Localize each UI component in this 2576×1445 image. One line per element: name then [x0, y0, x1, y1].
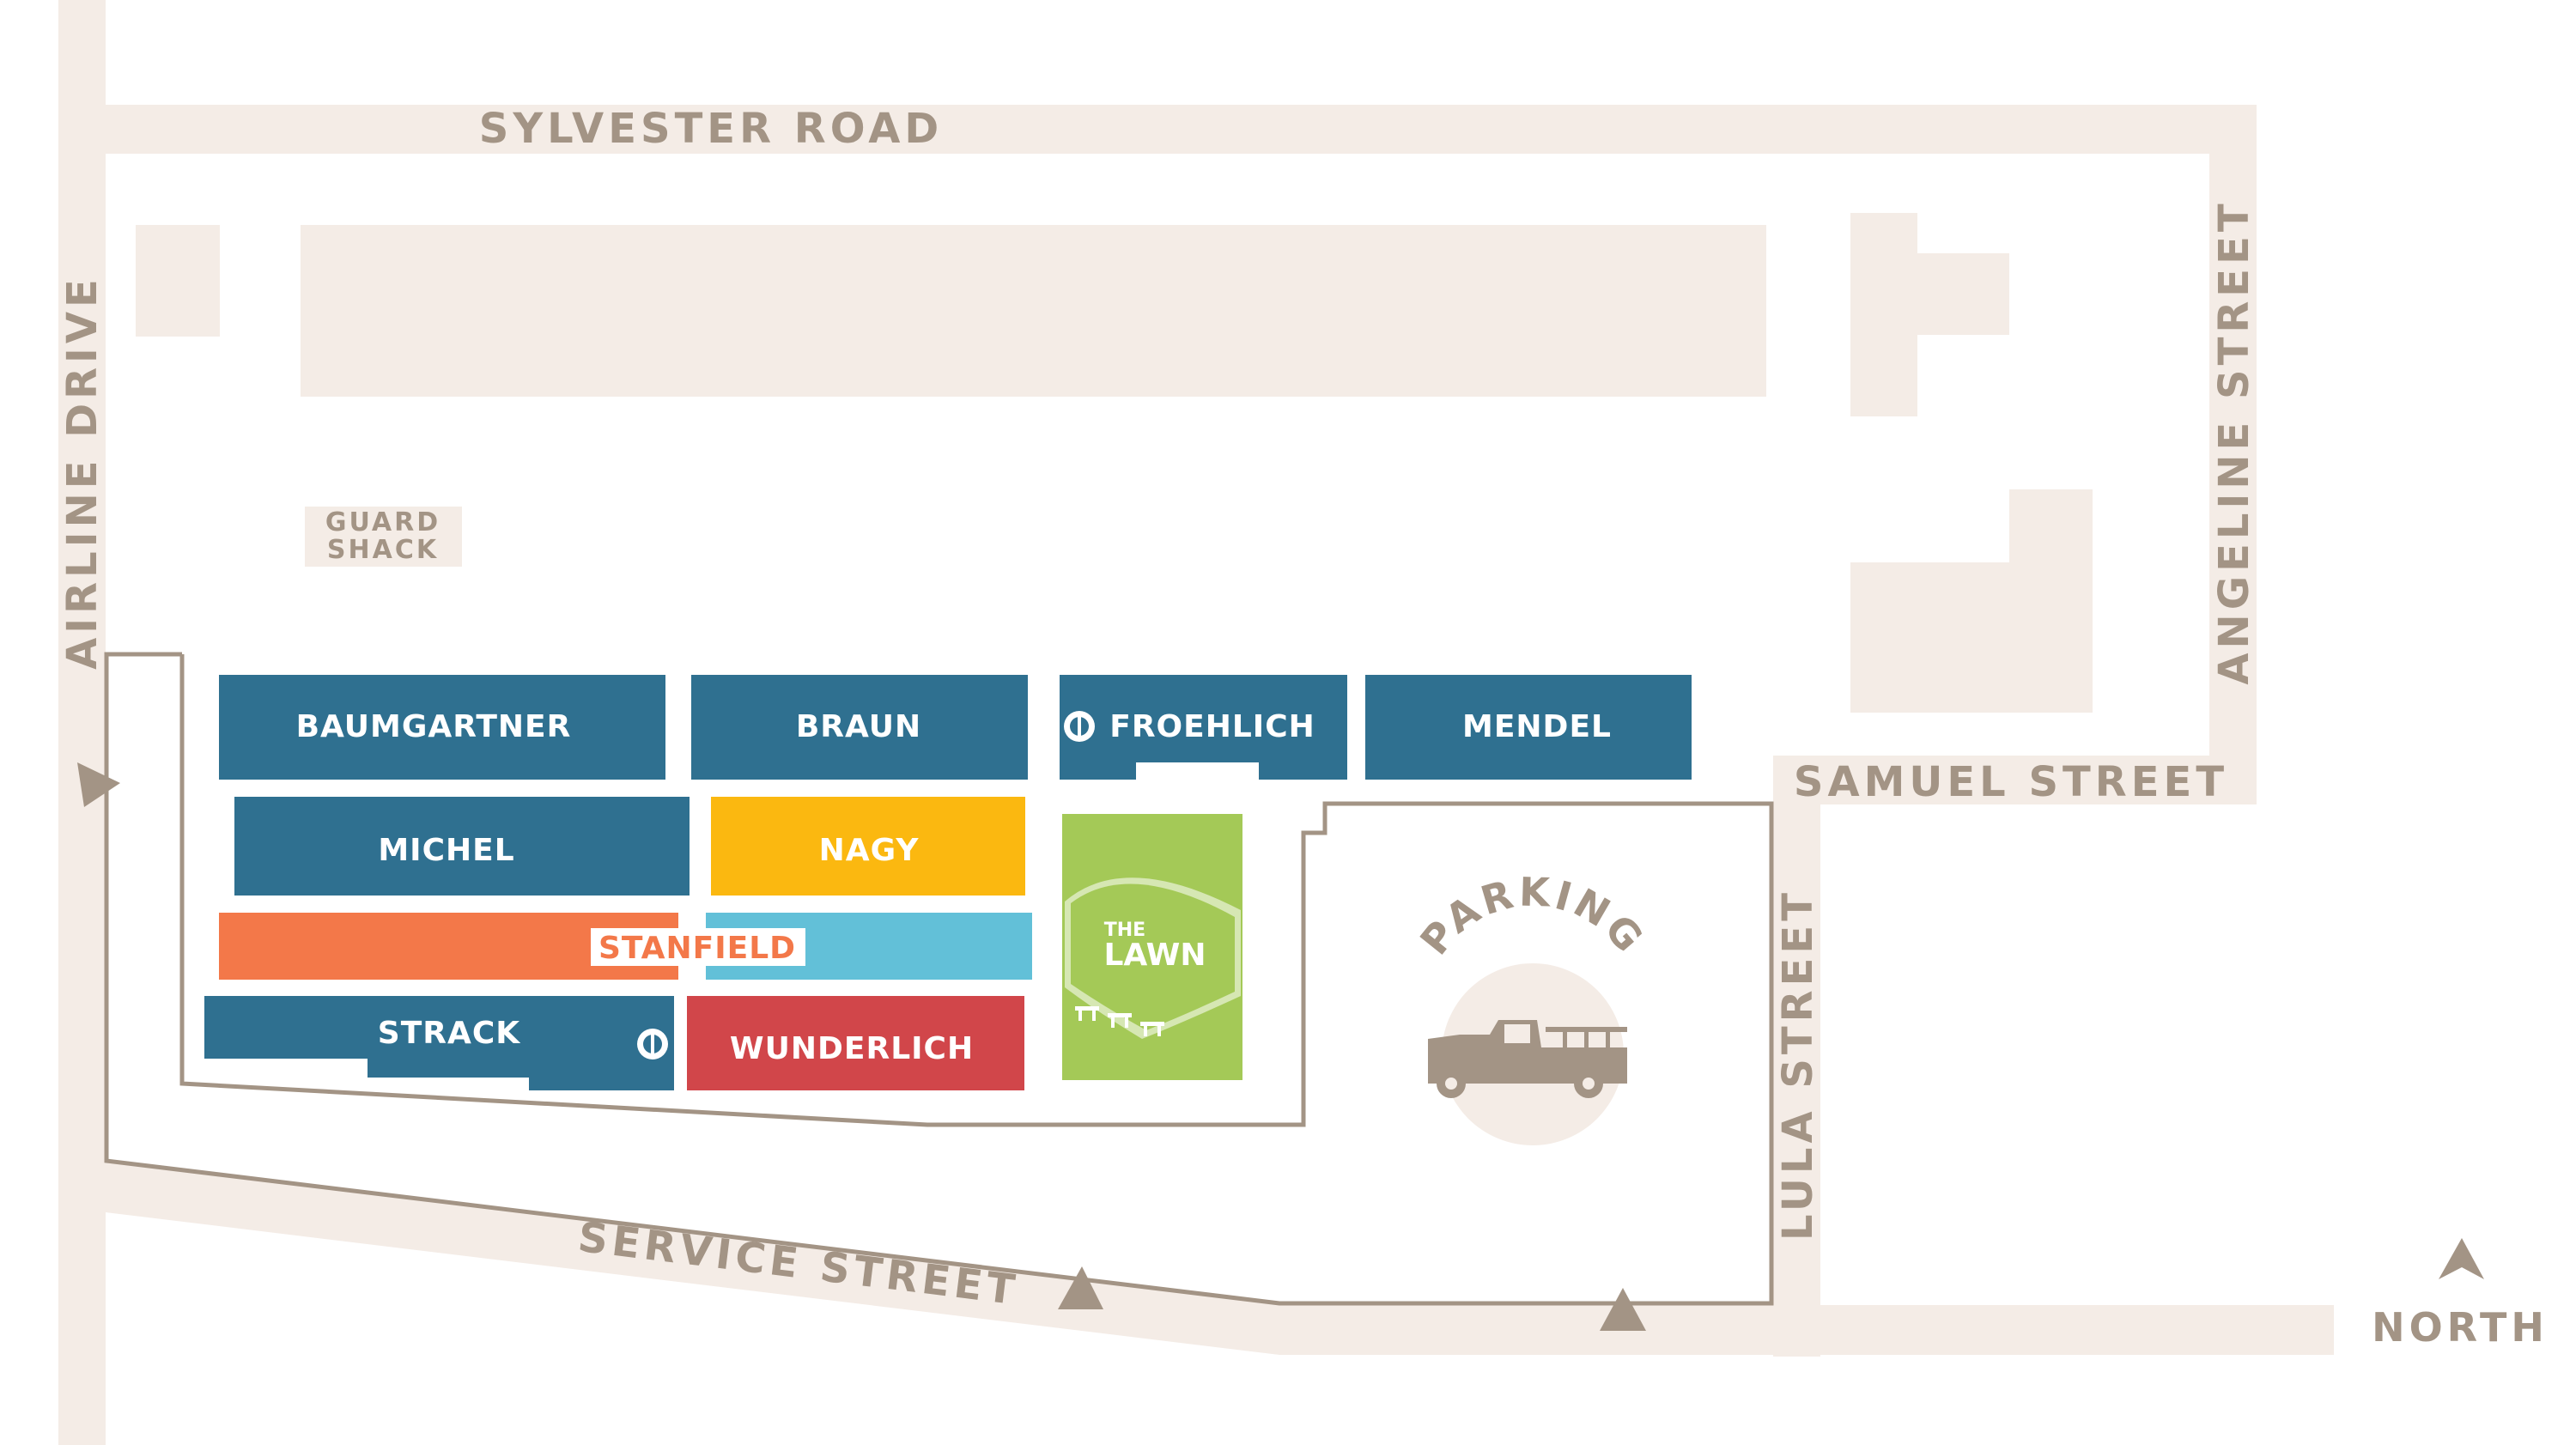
entry-arrow-lula-icon: [1600, 1288, 1646, 1331]
restroom-icon-strack: [637, 1029, 668, 1059]
airline-drive-label: AIRLINE DRIVE: [58, 275, 106, 670]
building-nagy-label: NAGY: [819, 833, 920, 868]
lula-street-road: [1773, 756, 1820, 1357]
building-stanfield-label: STANFIELD: [598, 931, 796, 966]
sylvester-road-road: [106, 105, 2257, 154]
building-strack-label: STRACK: [378, 1016, 520, 1051]
guard-shack: [305, 507, 462, 567]
building-michel[interactable]: [234, 797, 690, 896]
building-braun[interactable]: [691, 675, 1028, 780]
service-street-road: [106, 1159, 2334, 1355]
building-mendel[interactable]: [1365, 675, 1692, 780]
parking-label: PARKING: [1411, 869, 1654, 963]
service-street-label: SERVICE STREET: [575, 1213, 1022, 1315]
angeline-street-label: ANGELINE STREET: [2210, 199, 2258, 684]
building-baumgartner-label: BAUMGARTNER: [296, 709, 572, 744]
parking-area[interactable]: [1428, 963, 1627, 1145]
building-baumgartner[interactable]: [219, 675, 665, 780]
airline-drive-road: [58, 0, 106, 1445]
building-wunderlich-label: WUNDERLICH: [730, 1031, 974, 1066]
building-nagy[interactable]: [711, 797, 1025, 896]
stanfield-label-box: [591, 928, 805, 966]
building-northeast: [1850, 213, 2009, 416]
entry-arrow-service-icon: [1058, 1266, 1103, 1309]
building-michel-label: MICHEL: [378, 833, 514, 868]
background-buildings: [136, 213, 2093, 713]
entry-arrow-airline-icon: [77, 762, 120, 807]
the-lawn-label-1: THE: [1104, 920, 1145, 941]
parking-label-path: PARKING: [1411, 869, 1650, 963]
building-braun-label: BRAUN: [796, 709, 921, 744]
guard-shack-label-1: GUARD: [325, 507, 440, 537]
north-label: NORTH: [2372, 1304, 2549, 1351]
picnic-table-icon: [1075, 1006, 1164, 1036]
lula-street-label: LULA STREET: [1774, 889, 1822, 1241]
building-east: [1850, 489, 2093, 713]
roads: [58, 0, 2334, 1445]
direction-arrows: [77, 762, 2484, 1331]
samuel-street-road: [1773, 756, 2257, 804]
building-froehlich-label: FROEHLICH: [1109, 709, 1315, 744]
building-mendel-label: MENDEL: [1462, 709, 1612, 744]
angeline-street-road: [2209, 105, 2257, 804]
sylvester-road-label: SYLVESTER ROAD: [479, 105, 943, 153]
building-wunderlich[interactable]: [687, 996, 1024, 1090]
campus-buildings: [204, 675, 1692, 1090]
campus-boundary: [104, 652, 1774, 1306]
building-froehlich[interactable]: [1060, 675, 1347, 780]
north-arrow-icon: [2439, 1238, 2484, 1279]
building-small-west: [136, 225, 220, 337]
building-long-north: [301, 225, 1766, 397]
the-lawn[interactable]: [1062, 814, 1242, 1080]
building-strack[interactable]: [204, 996, 674, 1090]
guard-shack-label-2: SHACK: [327, 535, 439, 565]
restroom-icon-froehlich: [1064, 711, 1095, 742]
the-lawn-label-2: LAWN: [1103, 938, 1206, 973]
samuel-street-label: SAMUEL STREET: [1794, 758, 2228, 806]
